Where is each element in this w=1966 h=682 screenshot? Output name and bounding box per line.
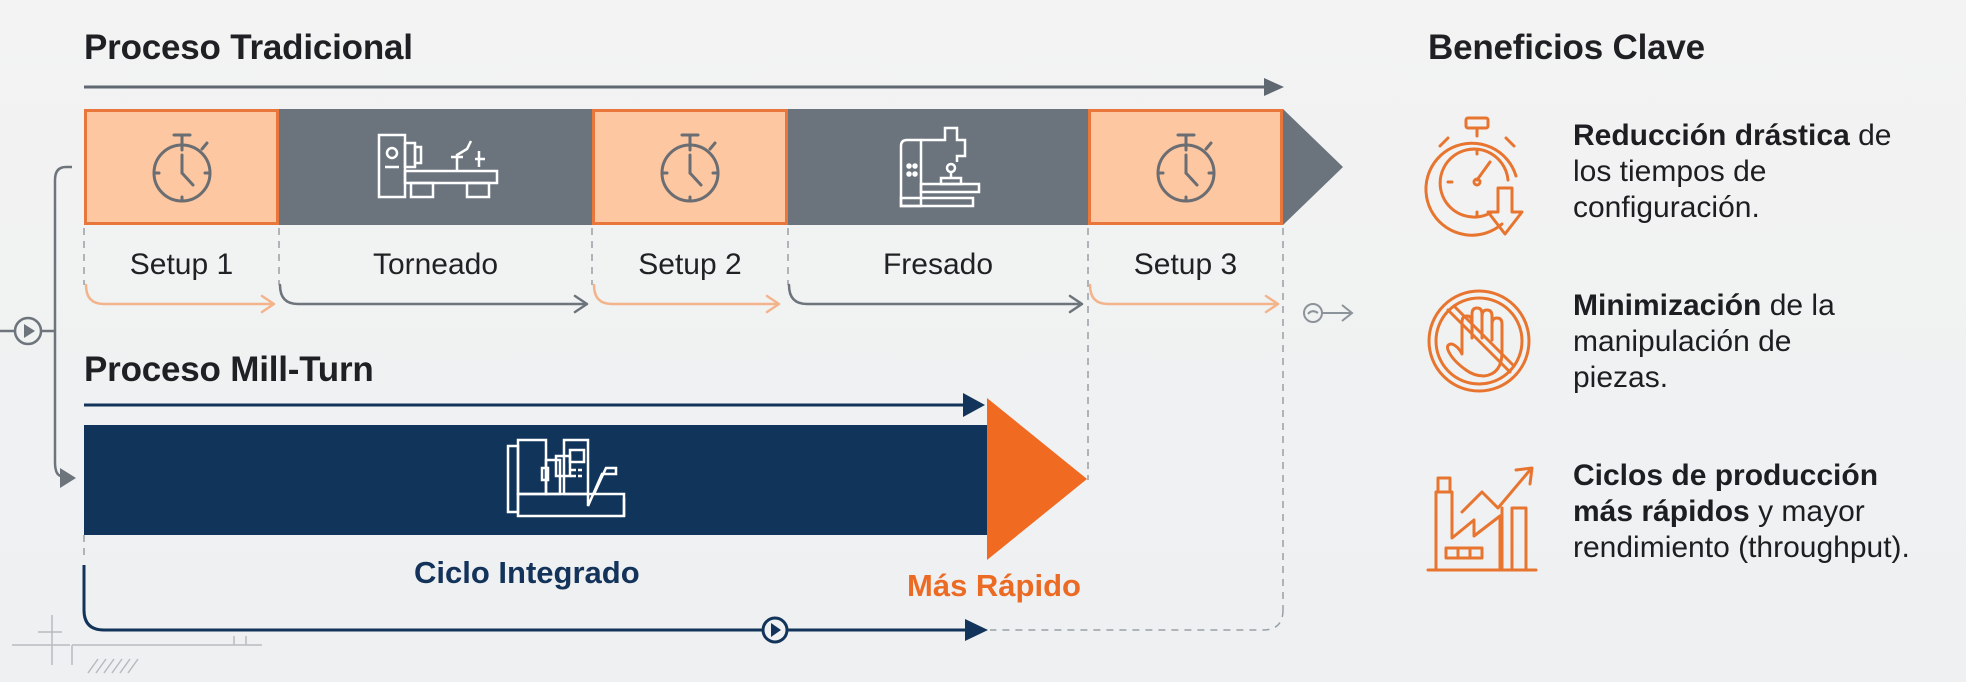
benefit-3-bold: Ciclos de producción más rápidos [1573, 459, 1879, 528]
step-label-fresado: Fresado [882, 248, 994, 281]
step-label-setup-1: Setup 1 [129, 248, 234, 281]
benefit-2-bold: Minimización [1573, 289, 1762, 322]
benefit-3-rest: y mayor rendimiento (throughput). [1573, 495, 1910, 564]
step-label-setup-2: Setup 2 [638, 248, 742, 281]
mill-turn-machine-icon [506, 438, 625, 518]
segment-operation-fresado [788, 109, 1088, 225]
benefits-title: Beneficios Clave [1428, 28, 1705, 67]
milling-machine-icon [899, 126, 981, 208]
step-label-torneado: Torneado [372, 248, 499, 281]
benefit-1-rest: de los tiempos de configuración. [1573, 119, 1892, 224]
benefit-3-text: Ciclos de producción más rápidos y mayor… [1573, 458, 1943, 566]
traditional-arrowhead [1283, 109, 1343, 225]
millturn-title: Proceso Mill-Turn [84, 350, 374, 389]
benefit-2-rest: de la manipulación de piezas. [1573, 289, 1835, 394]
benefit-1-bold: Reducción drástica [1573, 119, 1850, 152]
traditional-timeline-arrow [84, 78, 1284, 96]
step-label-setup-3: Setup 3 [1133, 248, 1238, 281]
millturn-integrated-bar [84, 425, 987, 535]
no-hand-icon [1427, 289, 1531, 393]
faster-arrowhead [987, 398, 1087, 560]
stopwatch-down-arrow-icon [1424, 116, 1524, 237]
stopwatch-icon [152, 133, 211, 203]
stopwatch-icon [1156, 133, 1215, 203]
factory-growth-icon [1426, 466, 1538, 572]
benefit-1-text: Reducción drástica de los tiempos de con… [1573, 118, 1933, 226]
benefit-2-text: Minimización de la manipulación de pieza… [1573, 288, 1873, 396]
stopwatch-icon [660, 133, 720, 203]
traditional-title: Proceso Tradicional [84, 28, 413, 67]
segment-setup-1 [84, 109, 279, 225]
millturn-bar-label: Ciclo Integrado [414, 555, 640, 590]
faster-label: Más Rápido [907, 568, 1081, 603]
segment-operation-torneado [279, 109, 592, 225]
segment-setup-3 [1088, 109, 1283, 225]
segment-setup-2 [592, 109, 788, 225]
lathe-icon [377, 133, 498, 199]
